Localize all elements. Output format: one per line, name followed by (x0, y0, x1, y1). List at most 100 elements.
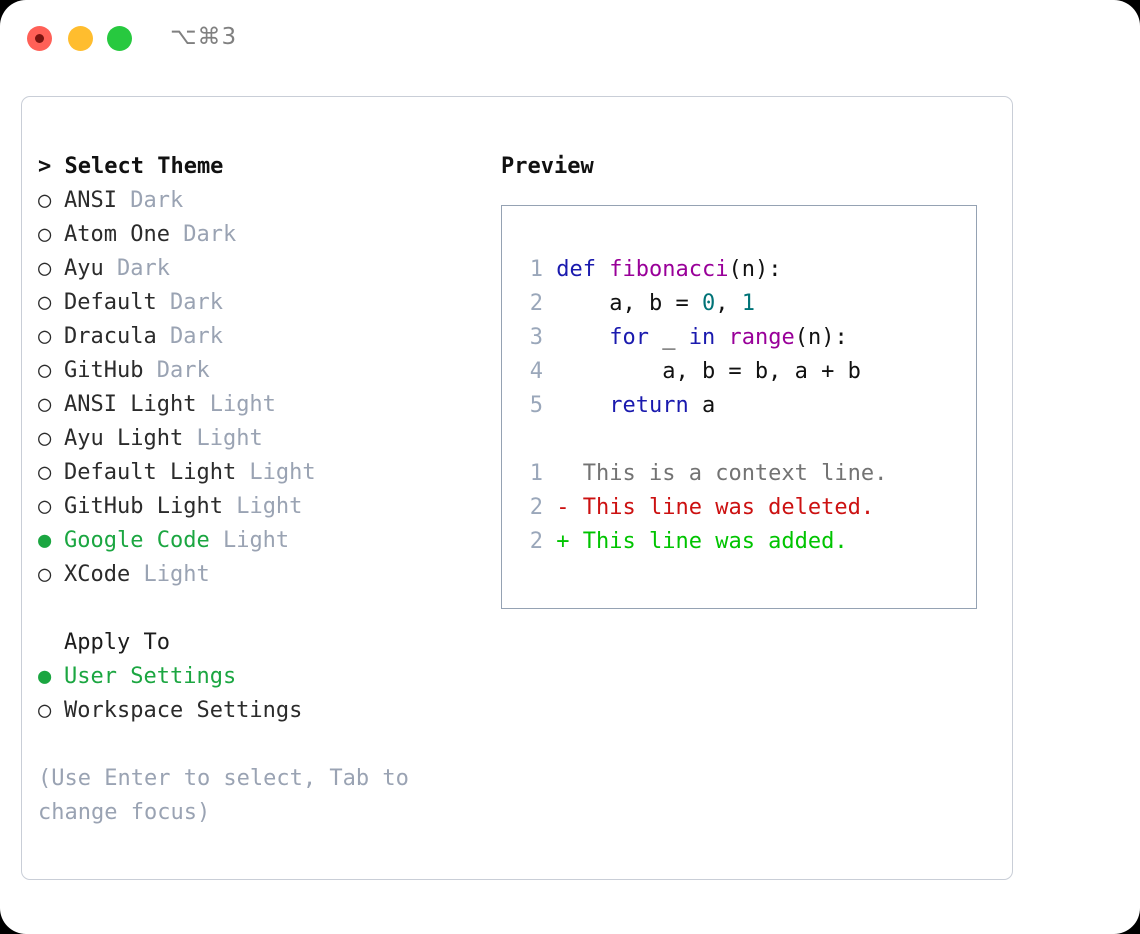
diff-sign (556, 461, 583, 486)
maximize-window-button[interactable] (107, 26, 132, 51)
apply-to-header: Apply To (64, 630, 170, 655)
code-token: (n): (728, 257, 782, 282)
theme-category-label: Dark (143, 358, 210, 383)
code-line: 4 a, b = b, a + b (515, 355, 887, 389)
diff-line: 1 This is a context line. (515, 457, 888, 491)
radio-unselected-icon[interactable]: ○ (38, 562, 52, 587)
theme-name: GitHub (64, 358, 144, 383)
theme-name: Default (64, 290, 157, 315)
radio-selected-icon[interactable]: ● (38, 528, 52, 553)
code-line: 2 a, b = 0, 1 (515, 287, 887, 321)
radio-unselected-icon[interactable]: ○ (38, 698, 52, 723)
theme-name: Google Code (64, 528, 210, 553)
line-number: 1 (529, 461, 543, 486)
theme-picker-panel: > Select Theme ○ANSI Dark○Atom One Dark○… (21, 96, 1013, 880)
theme-category-label: Light (209, 528, 290, 553)
radio-unselected-icon[interactable]: ○ (38, 392, 52, 417)
code-token: 0 (701, 291, 716, 316)
radio-unselected-icon[interactable]: ○ (38, 256, 52, 281)
code-token: for (609, 325, 649, 350)
code-token (715, 325, 728, 350)
theme-list-item[interactable]: ○ Dracula Dark (38, 320, 468, 354)
line-number: 2 (529, 291, 543, 316)
apply-to-item[interactable]: ● User Settings (38, 660, 468, 694)
code-line: 5 return a (515, 389, 887, 423)
theme-list-item[interactable]: ○ Ayu Dark (38, 252, 468, 286)
code-token: range (728, 325, 795, 350)
radio-unselected-icon[interactable]: ○ (38, 188, 52, 213)
theme-name: ANSI Light (64, 392, 197, 417)
theme-list-item[interactable]: ● Google Code Light (38, 524, 468, 558)
keyboard-shortcut-label: ⌥⌘3 (170, 24, 238, 50)
radio-unselected-icon[interactable]: ○ (38, 324, 52, 349)
preview-column: Preview 1 def fibonacci(n):2 a, b = 0, 1… (501, 150, 991, 609)
code-token: _ (648, 325, 689, 350)
theme-name: GitHub Light (64, 494, 223, 519)
theme-list-item[interactable]: ○Default Dark (38, 286, 468, 320)
theme-category-label: Dark (156, 324, 223, 349)
apply-to-list[interactable]: ● User Settings ○ Workspace Settings (38, 660, 468, 728)
line-number: 4 (529, 359, 543, 384)
select-theme-header: > Select Theme (38, 154, 224, 179)
title-bar: ⌥⌘3 (0, 0, 1140, 78)
line-number: 2 (529, 529, 543, 554)
radio-unselected-icon[interactable]: ○ (38, 222, 52, 247)
theme-list-item[interactable]: ○Atom One Dark (38, 218, 468, 252)
keyboard-hint-text: (Use Enter to select, Tab to change focu… (38, 766, 409, 825)
theme-name: XCode (64, 562, 131, 587)
theme-list-item[interactable]: ○XCode Light (38, 558, 468, 592)
apply-to-label: Workspace Settings (64, 698, 303, 723)
radio-unselected-icon[interactable]: ○ (38, 460, 52, 485)
radio-unselected-icon[interactable]: ○ (38, 494, 52, 519)
code-token: return (609, 393, 689, 418)
apply-to-item[interactable]: ○ Workspace Settings (38, 694, 468, 728)
radio-selected-icon[interactable]: ● (38, 664, 52, 689)
line-number: 1 (529, 257, 543, 282)
radio-unselected-icon[interactable]: ○ (38, 358, 52, 383)
theme-list-item[interactable]: ○ Ayu Light Light (38, 422, 468, 456)
theme-name: Default Light (64, 460, 237, 485)
theme-list-item[interactable]: ○ANSI Light Light (38, 388, 468, 422)
code-token: , (715, 291, 742, 316)
diff-text: This line was deleted. (582, 495, 875, 520)
theme-name: Dracula (64, 324, 157, 349)
code-token (556, 393, 609, 418)
apply-to-label: User Settings (64, 664, 237, 689)
theme-name: Ayu (64, 256, 104, 281)
diff-text: This line was added. (582, 529, 848, 554)
code-token: (n): (794, 325, 848, 350)
code-line: 1 def fibonacci(n): (515, 253, 887, 287)
theme-list-item[interactable]: ○ GitHub Light Light (38, 490, 468, 524)
diff-line: 2 - This line was deleted. (515, 491, 887, 525)
minimize-window-button[interactable] (68, 26, 93, 51)
diff-line: 2 + This line was added. (515, 525, 887, 559)
code-line: 3 for _ in range(n): (515, 321, 887, 355)
code-token: in (688, 325, 716, 350)
radio-unselected-icon[interactable]: ○ (38, 290, 52, 315)
diff-sign: + (556, 529, 583, 554)
theme-category-label: Dark (103, 256, 170, 281)
theme-name: Ayu Light (64, 426, 184, 451)
theme-list-item[interactable]: ○Default Light Light (38, 456, 468, 490)
theme-category-label: Light (183, 426, 263, 451)
theme-selection-column: > Select Theme ○ANSI Dark○Atom One Dark○… (38, 150, 468, 830)
theme-list[interactable]: ○ANSI Dark○Atom One Dark○Ayu Dark○Defaul… (38, 184, 468, 592)
theme-category-label: Dark (116, 188, 184, 213)
diff-sign: - (556, 495, 583, 520)
radio-unselected-icon[interactable]: ○ (38, 426, 52, 451)
close-window-button[interactable] (27, 26, 52, 51)
diff-text: This is a context line. (582, 461, 888, 486)
preview-title: Preview (501, 154, 594, 179)
theme-list-item[interactable]: ○ GitHub Dark (38, 354, 468, 388)
code-token: a, b = b, a + b (556, 359, 861, 384)
theme-category-label: Light (222, 494, 303, 519)
code-token: def (556, 257, 610, 282)
code-token: a, b = (556, 291, 702, 316)
theme-list-item[interactable]: ○ ANSI Dark (38, 184, 468, 218)
theme-name: ANSI (64, 188, 117, 213)
code-diff-separator (515, 423, 887, 457)
code-token: fibonacci (609, 257, 729, 282)
